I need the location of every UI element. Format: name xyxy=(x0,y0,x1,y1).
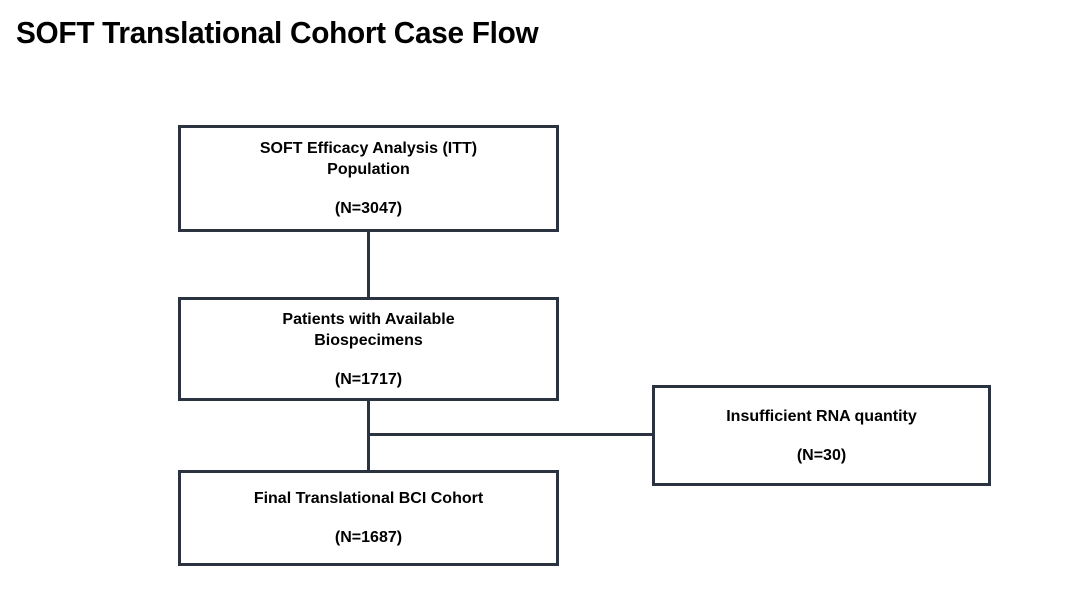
flow-node-available-biospecimens: Patients with Available Biospecimens (N=… xyxy=(178,297,559,401)
node-count-label: (N=1687) xyxy=(334,529,403,546)
node-label-line-2: Biospecimens xyxy=(314,331,423,349)
flow-node-itt-population: SOFT Efficacy Analysis (ITT) Population … xyxy=(178,125,559,232)
node-label-line-1: Final Translational BCI Cohort xyxy=(253,490,484,507)
node-count-label: (N=30) xyxy=(796,446,847,464)
node-count-label: (N=1717) xyxy=(334,370,403,388)
connector-itt-to-biospecimens xyxy=(367,231,370,298)
node-label-line-1: Patients with Available xyxy=(282,310,455,328)
connector-branch-to-excluded-rna xyxy=(367,433,655,436)
page-title: SOFT Translational Cohort Case Flow xyxy=(16,15,539,50)
node-label-line-1: Insufficient RNA quantity xyxy=(726,407,917,425)
flow-node-final-translational-bci-cohort: Final Translational BCI Cohort (N=1687) xyxy=(178,470,559,566)
flow-node-insufficient-rna-quantity: Insufficient RNA quantity (N=30) xyxy=(652,385,991,486)
node-count-label: (N=3047) xyxy=(334,200,403,217)
node-label-line-1: SOFT Efficacy Analysis (ITT) xyxy=(259,140,478,157)
node-label-line-2: Population xyxy=(327,161,410,178)
